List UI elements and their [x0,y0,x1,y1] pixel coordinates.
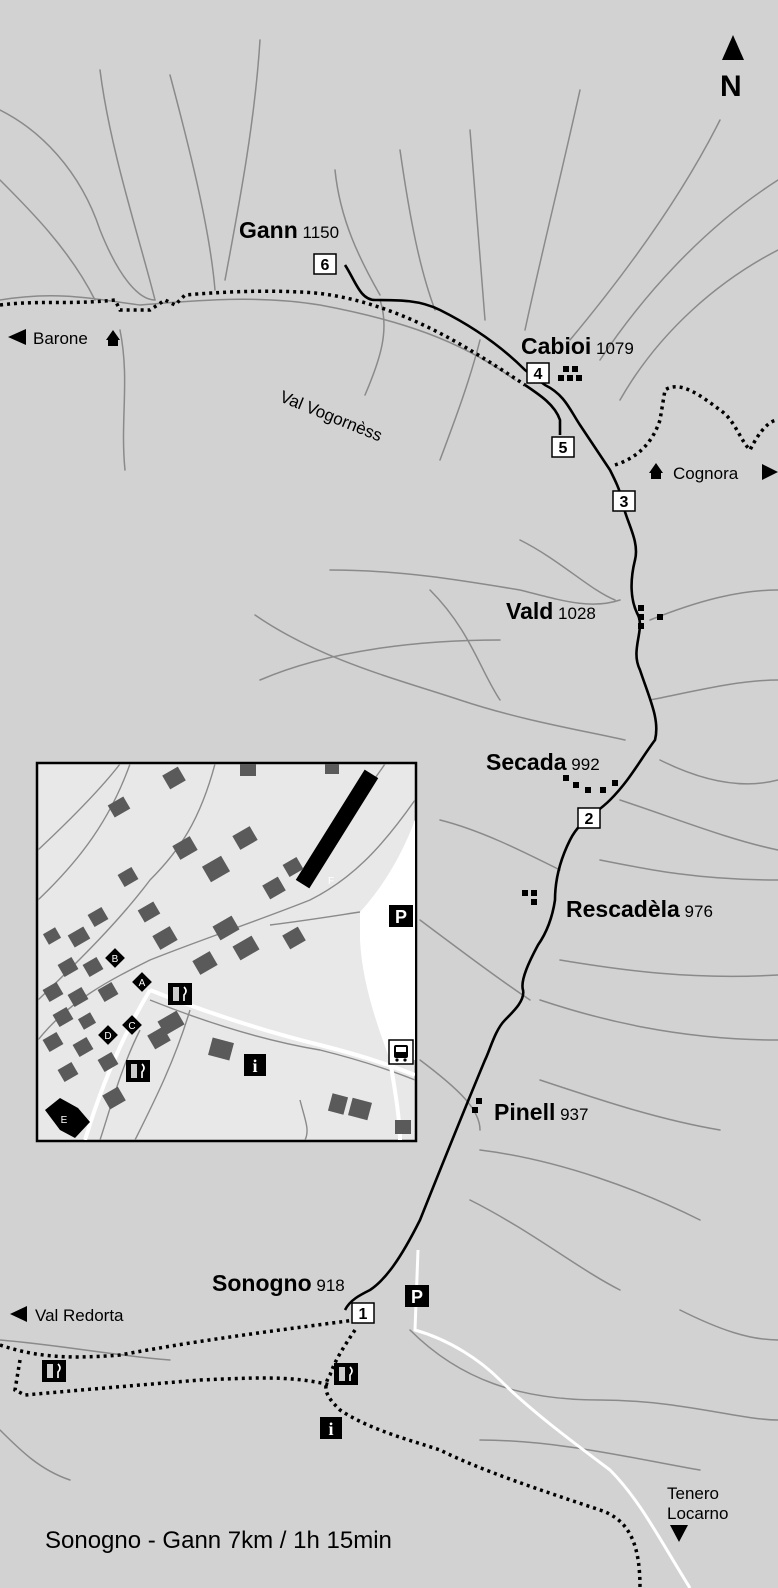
building-secada [563,775,569,781]
north-arrow-icon [722,35,744,60]
svg-text:D: D [104,1031,111,1042]
inset-building-e [45,1098,90,1138]
place-cabioi: Cabioi 1079 [521,335,634,358]
north-label: N [720,70,742,103]
inset-parking-icon: P [389,905,413,927]
svg-text:P: P [395,907,407,927]
waypoint-label: 1 [359,1306,368,1323]
marker-f: F [328,876,334,887]
place-name: Gann [239,217,298,243]
place-gann: Gann 1150 [239,219,339,242]
place-altitude: 918 [316,1276,345,1295]
waypoint-6: 6 [313,253,337,275]
restaurant-icon [42,1360,66,1382]
direction-arrows [8,329,778,1542]
inset-bus-icon [388,1039,414,1065]
place-altitude: 937 [560,1105,589,1124]
place-sonogno: Sonogno 918 [212,1272,345,1295]
waypoint-label: 5 [559,440,568,457]
place-name: Sonogno [212,1270,312,1296]
place-rescadela: Rescadèla 976 [566,898,713,921]
building-vald [638,605,644,611]
svg-text:C: C [128,1021,135,1032]
direction-val-redorta: Val Redorta [35,1306,124,1325]
svg-text:i: i [252,1056,257,1076]
marker-e: E [61,1115,68,1126]
village-inset-map: A B C D E F P i [35,761,418,1143]
building-rescadela [522,890,528,896]
place-name: Pinell [494,1099,556,1125]
place-name: Rescadèla [566,896,680,922]
house-icon-barone [106,330,120,346]
place-secada: Secada 992 [486,751,600,774]
place-name: Secada [486,749,567,775]
inset-info-icon: i [244,1054,266,1076]
waypoint-2: 2 [577,807,601,829]
arrow-down-icon [670,1525,688,1542]
parking-icon: P [405,1285,429,1307]
inset-parking-area [360,820,415,1060]
waypoint-label: 6 [321,257,330,274]
place-altitude: 1079 [596,339,634,358]
arrow-left-icon [8,329,26,345]
waypoint-label: 3 [620,494,629,511]
place-altitude: 976 [684,902,713,921]
waypoint-5: 5 [551,436,575,458]
inset-restaurant-icon [168,983,192,1005]
place-altitude: 1028 [558,604,596,623]
direction-barone: Barone [33,329,88,348]
map-service-icons: P i [42,1285,429,1439]
inset-buildings [42,764,411,1134]
direction-locarno: Locarno [667,1504,729,1523]
hamlet-buildings [472,366,663,1113]
road [413,1249,692,1588]
arrow-right-icon [762,464,778,480]
waypoint-label: 2 [585,811,594,828]
main-route [343,264,658,1311]
route-caption: Sonogno - Gann 7km / 1h 15min [45,1527,392,1554]
info-icon: i [320,1417,342,1439]
place-altitude: 1150 [302,223,340,242]
marker-d: D [98,1025,118,1045]
direction-tenero: Tenero [667,1484,719,1503]
place-pinell: Pinell 937 [494,1101,588,1124]
waypoint-4: 4 [526,362,550,384]
waypoint-3: 3 [612,490,636,512]
waypoint-1: 1 [351,1302,375,1324]
dotted-trails [0,289,778,1588]
svg-text:i: i [328,1419,333,1439]
place-name: Vald [506,598,554,624]
restaurant-icon [334,1363,358,1385]
svg-text:A: A [139,978,146,989]
arrow-left-icon [10,1306,27,1322]
direction-cognora: Cognora [673,464,739,483]
streams [0,39,778,1481]
house-icon-cognora [649,463,663,479]
place-name: Cabioi [521,333,592,359]
inset-building-f [295,769,379,889]
place-altitude: 992 [571,755,600,774]
place-vald: Vald 1028 [506,600,596,623]
svg-text:P: P [411,1287,423,1307]
house-icons [106,330,663,479]
building-cabioi [563,366,569,372]
svg-text:B: B [112,954,119,965]
building-pinell [476,1098,482,1104]
inset-restaurant-icon [126,1060,150,1082]
waypoints: 1 2 3 4 5 6 [313,253,636,1324]
waypoint-label: 4 [534,366,543,383]
